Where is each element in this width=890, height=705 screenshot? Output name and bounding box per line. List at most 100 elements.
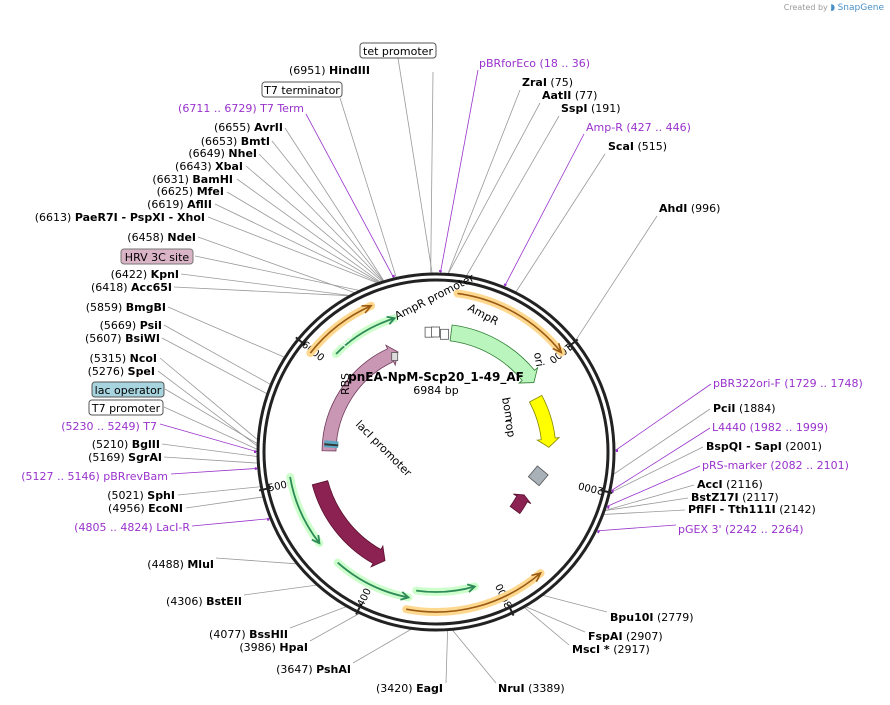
svg-text:(5127 .. 5146) pBRrevBam: (5127 .. 5146) pBRrevBam [21, 470, 168, 483]
site-label[interactable]: (4077) BssHII [209, 628, 288, 641]
svg-text:(6613) PaeR7I - PspXI - XhoI: (6613) PaeR7I - PspXI - XhoI [35, 211, 205, 224]
svg-text:pGEX 3' (2242 .. 2264): pGEX 3' (2242 .. 2264) [678, 523, 804, 536]
leader-line [397, 57, 433, 274]
svg-text:(4077) BssHII: (4077) BssHII [209, 628, 288, 641]
site-label[interactable]: (6643) XbaI [175, 160, 243, 173]
site-label[interactable]: (6422) KpnI [111, 268, 179, 281]
site-label[interactable]: (6458) NdeI [127, 231, 196, 244]
primer-label[interactable]: pBR322ori-F (1729 .. 1748) [713, 377, 863, 390]
svg-text:(4488) MluI: (4488) MluI [147, 558, 214, 571]
boxed-label-lac-operator[interactable]: lac operator [91, 381, 165, 398]
svg-text:BspQI - SapI (2001): BspQI - SapI (2001) [706, 440, 822, 453]
site-label[interactable]: NruI (3389) [498, 682, 565, 695]
leader-line [214, 203, 379, 283]
site-label[interactable]: MscI * (2917) [572, 643, 650, 656]
boxed-label-t7-terminator[interactable]: T7 terminator [261, 81, 343, 98]
leader-line [339, 97, 397, 278]
feature-arrow-mbp [321, 344, 399, 452]
promoter-arc [337, 561, 409, 599]
svg-text:(6649) NheI: (6649) NheI [188, 147, 257, 160]
site-label[interactable]: SspI (191) [561, 102, 621, 115]
watermark-brand: SnapGene [837, 3, 884, 13]
site-label[interactable]: (5315) NcoI [90, 352, 157, 365]
primer-label[interactable]: pBRforEco (18 .. 36) [479, 57, 590, 70]
site-label[interactable]: ScaI (515) [608, 140, 667, 153]
site-label[interactable]: (5021) SphI [107, 489, 175, 502]
tick-mark [567, 338, 579, 348]
site-label[interactable]: (6655) AvrII [214, 121, 283, 134]
leader-line [452, 629, 497, 684]
boxed-label-frame [261, 81, 343, 98]
site-label[interactable]: (4488) MluI [147, 558, 214, 571]
tick-label: 2000 [577, 479, 604, 495]
primer-label[interactable]: pRS-marker (2082 .. 2101) [702, 459, 849, 472]
feature-box-bom [527, 465, 549, 487]
site-label[interactable]: (6625) MfeI [157, 185, 224, 198]
watermark-prefix: Created by [783, 3, 828, 12]
leader-line [194, 255, 360, 291]
boxed-label-frame [88, 399, 164, 416]
site-label[interactable]: (6649) NheI [188, 147, 257, 160]
primer-label[interactable]: pGEX 3' (2242 .. 2264) [678, 523, 804, 536]
site-label[interactable]: (3986) HpaI [239, 641, 308, 654]
site-label[interactable]: AccI (2116) [697, 478, 763, 491]
primer-label[interactable]: (5230 .. 5249) T7 [61, 420, 157, 433]
primer-label[interactable]: L4440 (1982 .. 1999) [712, 421, 828, 434]
svg-text:(6655) AvrII: (6655) AvrII [214, 121, 283, 134]
svg-text:(5169) SgrAI: (5169) SgrAI [88, 451, 162, 464]
site-label[interactable]: (5169) SgrAI [88, 451, 162, 464]
leader-line [524, 607, 570, 646]
leader-line [352, 628, 412, 664]
site-label[interactable]: BspQI - SapI (2001) [706, 440, 822, 453]
leader-line [445, 630, 448, 684]
primer-label[interactable]: (4805 .. 4824) LacI-R [74, 521, 190, 534]
site-label[interactable]: Bpu10I (2779) [610, 611, 694, 624]
boxed-label-text: T7 promoter [91, 402, 161, 415]
leader-lines [157, 57, 712, 684]
leader-line [207, 216, 378, 284]
promoter-arrowhead [311, 534, 321, 545]
site-label[interactable]: (6418) Acc65I [91, 281, 172, 294]
site-label[interactable]: ZraI (75) [522, 76, 573, 89]
site-label[interactable]: (6613) PaeR7I - PspXI - XhoI [35, 211, 205, 224]
boxed-label-frame [359, 42, 437, 59]
svg-text:ZraI (75): ZraI (75) [522, 76, 573, 89]
site-label[interactable]: (5210) BglII [92, 438, 160, 451]
site-label[interactable]: AatII (77) [542, 89, 597, 102]
svg-text:AatII (77): AatII (77) [542, 89, 597, 102]
boxed-label-tet-promoter[interactable]: tet promoter [359, 42, 437, 59]
site-label[interactable]: (6631) BamHI [152, 173, 233, 186]
svg-text:(6653) BmtI: (6653) BmtI [201, 135, 270, 148]
primer-site-mark [391, 274, 395, 278]
site-label[interactable]: PflFI - Tth111I (2142) [688, 503, 816, 516]
site-label[interactable]: (4956) EcoNI [108, 502, 183, 515]
site-label[interactable]: (5859) BmgBI [86, 301, 166, 314]
site-label[interactable]: FspAI (2907) [588, 630, 663, 643]
leader-line [159, 423, 258, 453]
site-label[interactable]: (5669) PsiI [100, 319, 162, 332]
svg-text:pBRforEco (18 .. 36): pBRforEco (18 .. 36) [479, 57, 590, 70]
site-label[interactable]: (5607) BsiWI [85, 332, 160, 345]
site-label[interactable]: (3420) EagI [376, 682, 443, 695]
site-label[interactable]: PciI (1884) [713, 402, 776, 415]
site-label[interactable]: (6619) AflII [147, 198, 212, 211]
primer-label[interactable]: (5127 .. 5146) pBRrevBam [21, 470, 168, 483]
site-label[interactable]: (6653) BmtI [201, 135, 270, 148]
boxed-label-t7-promoter[interactable]: T7 promoter [88, 399, 164, 416]
backbone-inner-strand [262, 278, 610, 626]
site-label[interactable]: (6951) HindIII [289, 64, 370, 77]
svg-text:FspAI (2907): FspAI (2907) [588, 630, 663, 643]
leader-line [605, 484, 695, 511]
site-label[interactable]: AhdI (996) [659, 202, 720, 215]
primer-label[interactable]: (6711 .. 6729) T7 Term [178, 102, 304, 115]
site-label[interactable]: (3647) PshAI [276, 663, 351, 676]
feature-layer [286, 289, 566, 616]
site-label[interactable]: (4306) BstEII [166, 595, 242, 608]
site-label[interactable]: (5276) SpeI [88, 365, 155, 378]
boxed-label-frame [91, 381, 165, 398]
leader-line [226, 191, 380, 283]
orf-arrowhead [531, 571, 543, 583]
primer-label[interactable]: Amp-R (427 .. 446) [586, 121, 691, 134]
site-label[interactable]: BstZ17I (2117) [691, 491, 779, 504]
boxed-label-hrv-3c-site[interactable]: HRV 3C site [120, 248, 194, 265]
